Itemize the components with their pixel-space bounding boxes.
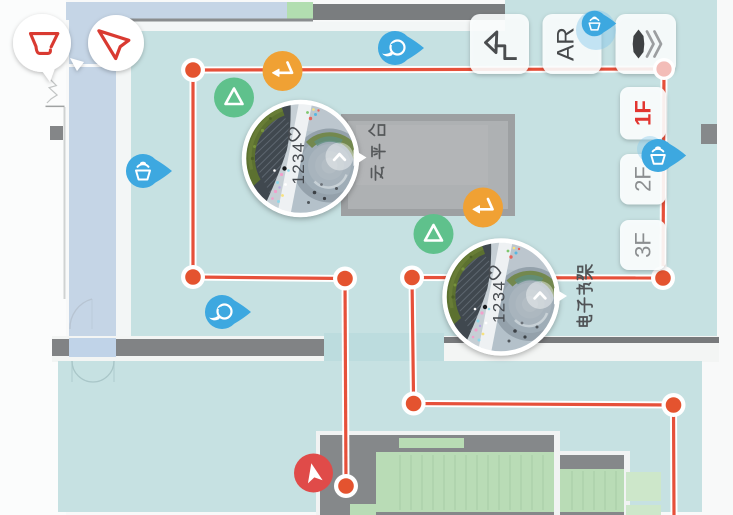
svg-text:AR: AR	[553, 27, 580, 61]
svg-text:3F: 3F	[631, 232, 656, 258]
svg-text:1F: 1F	[631, 100, 656, 126]
